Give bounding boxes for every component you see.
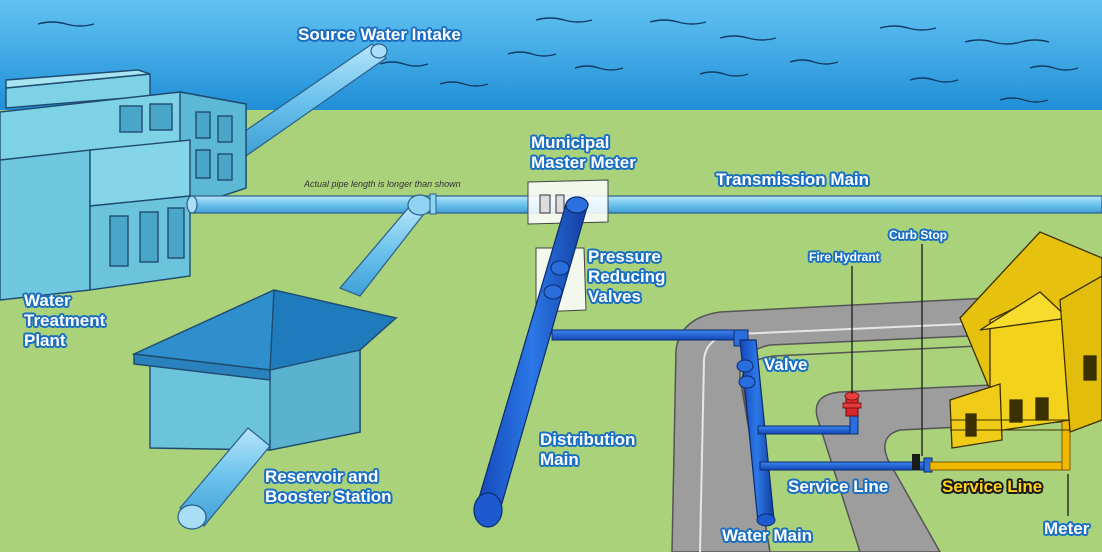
service-line-private-label: Service Line <box>942 477 1043 496</box>
distribution-main-line-1: Distribution <box>540 430 636 449</box>
prv-line-1: Pressure <box>588 247 661 266</box>
distribution-main-label: Distribution Main <box>540 431 635 468</box>
pipe-length-note: Actual pipe length is longer than shown <box>304 179 461 189</box>
reservoir-outlet-pipe <box>177 427 271 530</box>
municipal-master-meter-line-2: Master Meter <box>531 153 636 172</box>
water-treatment-plant-line-3: Plant <box>24 331 66 350</box>
municipal-master-meter-line-1: Municipal <box>531 133 610 152</box>
fire-hydrant-label: Fire Hydrant <box>809 250 880 264</box>
distribution-main-pipe <box>473 196 589 528</box>
reservoir-booster-line-2: Booster Station <box>265 487 392 506</box>
service-line-public-label: Service Line <box>788 477 889 496</box>
hydrant-branch-pipe <box>757 411 859 435</box>
water-waves <box>37 17 1079 103</box>
reservoir-feed-pipe <box>339 193 437 297</box>
prv-line-3: Valves <box>588 287 641 306</box>
prv-line-2: Reducing <box>588 267 666 286</box>
water-treatment-plant-line-1: Water <box>24 291 71 310</box>
source-water-intake-label: Source Water Intake <box>298 25 461 44</box>
municipal-master-meter-label: Municipal Master Meter <box>531 134 636 171</box>
fire-hydrant <box>842 391 862 417</box>
reservoir-building <box>131 289 399 451</box>
pressure-reducing-valves-label: Pressure Reducing Valves <box>588 248 665 305</box>
water-treatment-plant-line-2: Treatment <box>24 311 106 330</box>
curb-stop-label: Curb Stop <box>889 228 947 242</box>
meter-label: Meter <box>1044 519 1090 538</box>
transmission-main-label: Transmission Main <box>716 170 870 189</box>
house <box>949 231 1102 449</box>
valve-label: Valve <box>764 355 808 374</box>
water-main-pipe <box>551 329 776 527</box>
reservoir-booster-line-1: Reservoir and <box>265 467 379 486</box>
transmission-main-pipe <box>186 195 1102 214</box>
distribution-main-line-2: Main <box>540 450 579 469</box>
treatment-plant-building <box>0 69 247 301</box>
water-main-label: Water Main <box>722 526 813 545</box>
reservoir-booster-label: Reservoir and Booster Station <box>265 468 392 505</box>
water-treatment-plant-label: Water Treatment Plant <box>24 292 105 349</box>
